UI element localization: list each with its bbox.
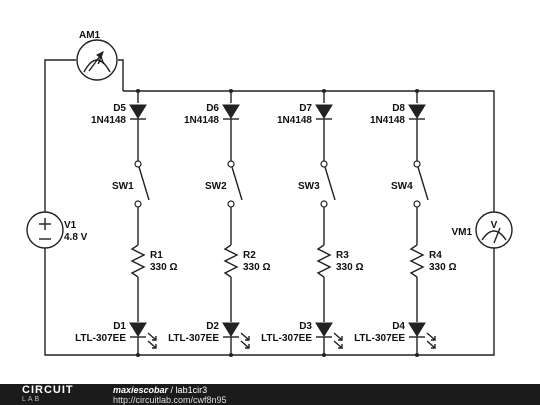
voltmeter-symbol: V [491, 220, 498, 231]
footer-circuit-name[interactable]: lab1cir3 [175, 385, 208, 395]
switch-sw3-blade [324, 166, 336, 201]
led-d4-part: LTL-307EE [354, 333, 405, 344]
footer-separator: / [168, 385, 176, 395]
diode-d8-symbol [408, 104, 426, 119]
ammeter-symbol: A [97, 56, 104, 67]
resistor-r2-value: 330 Ω [243, 262, 270, 273]
led-d3-part: LTL-307EE [261, 333, 312, 344]
resistor-r3-symbol [316, 244, 332, 278]
diode-d7-part: 1N4148 [277, 115, 312, 126]
led-d3-symbol [315, 322, 333, 337]
resistor-r1-ref: R1 [150, 250, 163, 261]
switch-sw2-blade [231, 166, 243, 201]
diode-d5-part: 1N4148 [91, 115, 126, 126]
switch-sw4-blade [417, 166, 429, 201]
branch-2: D6 1N4148 SW2 R2 330 Ω D2 LTL-307EE [168, 89, 270, 357]
led-d2-part: LTL-307EE [168, 333, 219, 344]
switch-sw1-label: SW1 [112, 181, 134, 192]
diode-d7-ref: D7 [299, 103, 312, 114]
footer-username[interactable]: maxiescobar [113, 385, 169, 395]
source-ref-label: V1 [64, 220, 77, 231]
resistor-r2-ref: R2 [243, 250, 256, 261]
diode-d6-ref: D6 [206, 103, 219, 114]
branch-4: D8 1N4148 SW4 R4 330 Ω D4 LTL-307EE [354, 89, 456, 357]
resistor-r3-ref: R3 [336, 250, 349, 261]
led-d4-ref: D4 [392, 321, 405, 332]
wire-left-top [44, 59, 76, 212]
led-d1-ref: D1 [113, 321, 126, 332]
resistor-r1-symbol [130, 244, 146, 278]
ammeter-am1: A AM1 [76, 30, 118, 81]
diode-d8-ref: D8 [392, 103, 405, 114]
resistor-r2-symbol [223, 244, 239, 278]
voltage-source-v1: V1 4.8 V [26, 211, 88, 249]
led-d4-symbol [408, 322, 426, 337]
switch-sw2-label: SW2 [205, 181, 227, 192]
diode-d6-symbol [222, 104, 240, 119]
circuitlab-logo[interactable]: CIRCUIT LAB [22, 385, 94, 405]
diode-d5-symbol [129, 104, 147, 119]
wire-ammeter-to-bus [118, 59, 124, 91]
wire-left-bottom [44, 248, 495, 356]
led-d2-ref: D2 [206, 321, 219, 332]
voltmeter-vm1: V VM1 [451, 211, 513, 249]
diode-d6-part: 1N4148 [184, 115, 219, 126]
switch-sw4-label: SW4 [391, 181, 413, 192]
branch-3: D7 1N4148 SW3 R3 330 Ω D3 LTL-307EE [261, 89, 363, 357]
led-d2-symbol [222, 322, 240, 337]
wire-top-bus [123, 90, 495, 212]
switch-sw3-label: SW3 [298, 181, 320, 192]
resistor-r3-value: 330 Ω [336, 262, 363, 273]
resistor-r4-value: 330 Ω [429, 262, 456, 273]
footer-url[interactable]: http://circuitlab.com/cwf8n95 [113, 395, 227, 405]
switch-sw1-blade [138, 166, 150, 201]
source-value-label: 4.8 V [64, 232, 88, 243]
circuit-schematic: A AM1 V1 4.8 V V VM1 D5 1N4 [26, 30, 513, 357]
led-d1-symbol [129, 322, 147, 337]
footer-title-line: maxiescobar / lab1cir3 [113, 385, 227, 395]
diode-d7-symbol [315, 104, 333, 119]
logo-top-text: CIRCUIT [22, 384, 74, 396]
footer-info: maxiescobar / lab1cir3 http://circuitlab… [113, 385, 227, 405]
logo-bottom-text: LAB [22, 396, 42, 403]
led-d1-part: LTL-307EE [75, 333, 126, 344]
resistor-r4-ref: R4 [429, 250, 442, 261]
voltmeter-label: VM1 [451, 227, 472, 238]
resistor-r4-symbol [409, 244, 425, 278]
ammeter-label: AM1 [79, 30, 101, 41]
footer-bar: CIRCUIT LAB maxiescobar / lab1cir3 http:… [0, 384, 540, 405]
resistor-r1-value: 330 Ω [150, 262, 177, 273]
branch-1: D5 1N4148 SW1 R1 330 Ω D1 LTL-307EE [75, 89, 177, 357]
diode-d8-part: 1N4148 [370, 115, 405, 126]
led-d3-ref: D3 [299, 321, 312, 332]
diode-d5-ref: D5 [113, 103, 126, 114]
